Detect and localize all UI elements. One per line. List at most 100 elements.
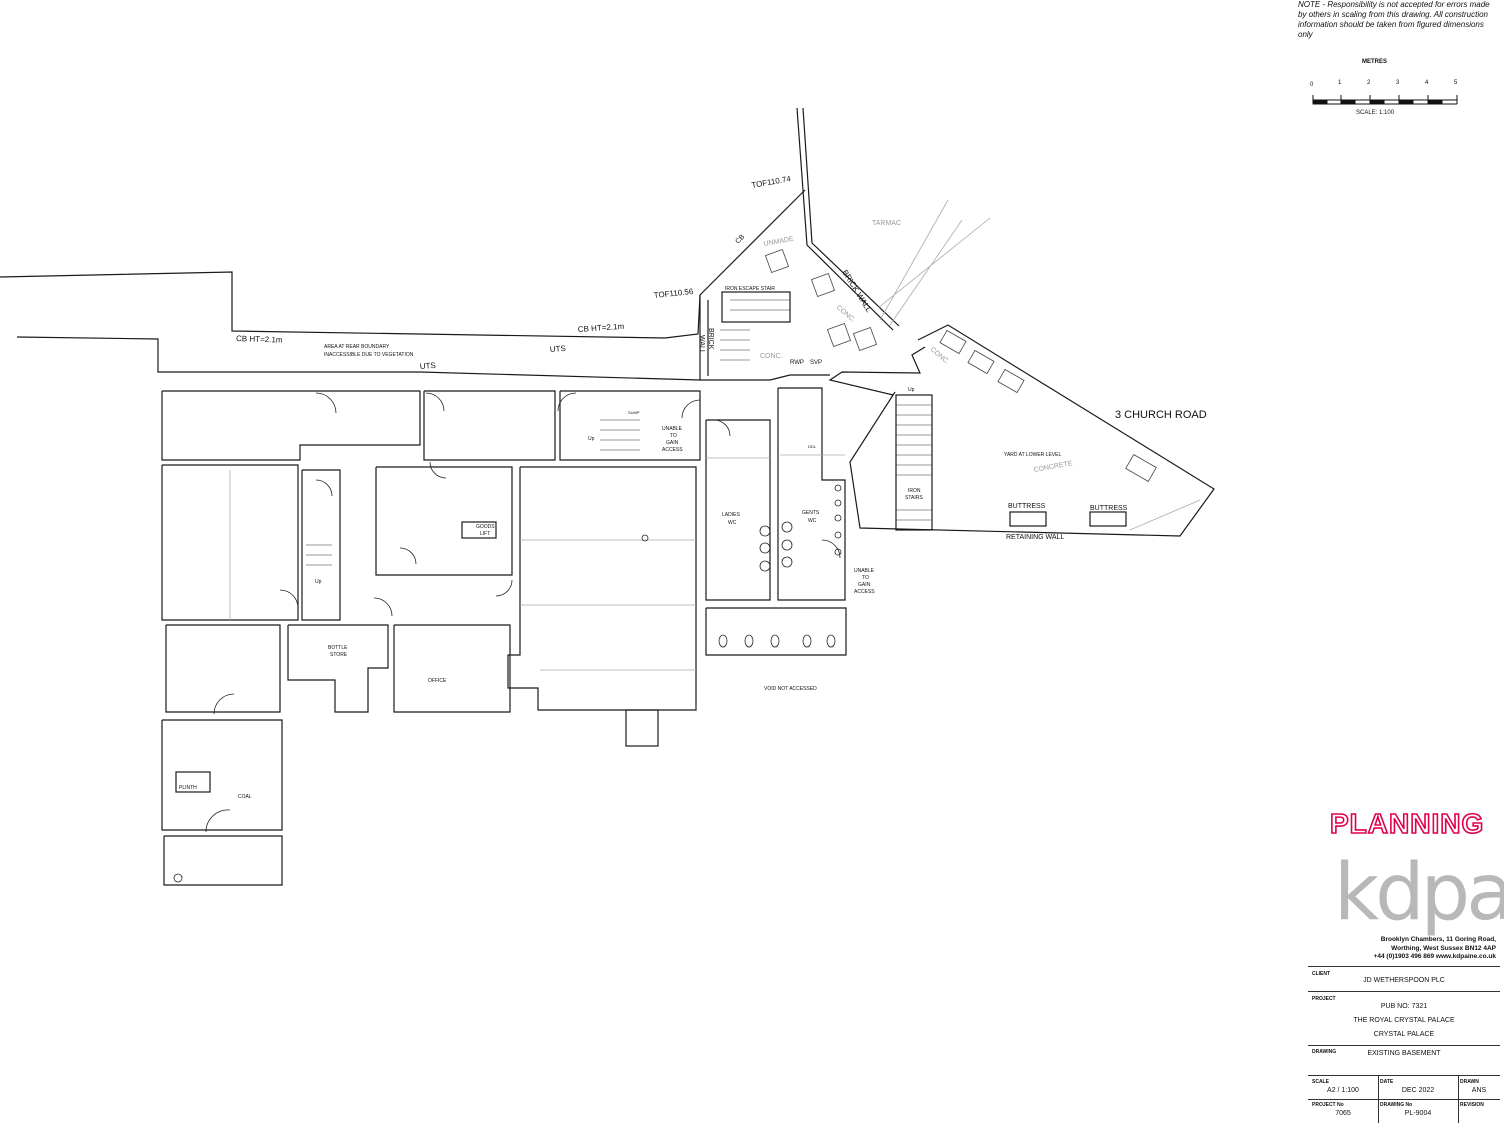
plinth <box>175 771 211 793</box>
planning-stamp: PLANNING <box>1329 807 1485 840</box>
room-stair <box>559 390 701 461</box>
svg-text:COAL: COAL <box>238 794 252 800</box>
svg-text:GOODS: GOODS <box>476 524 495 530</box>
iron-stairs <box>895 394 933 531</box>
corridor <box>301 469 341 621</box>
svg-text:SUMP: SUMP <box>628 410 640 415</box>
svg-text:PLINTH: PLINTH <box>179 785 197 791</box>
svg-text:Up: Up <box>588 436 595 442</box>
svg-text:BUTTRESS: BUTTRESS <box>1008 503 1046 510</box>
goods-lift <box>461 521 497 539</box>
external-walls <box>0 107 1215 886</box>
svg-text:CONCRETE: CONCRETE <box>1033 460 1073 474</box>
svg-text:SVP: SVP <box>810 360 822 366</box>
cubicles <box>705 607 847 656</box>
ground-lines <box>229 199 1201 671</box>
svg-text:INACCESSIBLE DUE TO VEGETATION: INACCESSIBLE DUE TO VEGETATION <box>324 352 414 358</box>
room-gents <box>777 387 846 601</box>
svg-text:VOID NOT ACCESSED: VOID NOT ACCESSED <box>764 686 817 692</box>
svg-text:CONC.: CONC. <box>760 353 783 360</box>
svg-text:ACCESS: ACCESS <box>662 447 683 453</box>
svg-text:TO: TO <box>862 575 869 581</box>
svg-text:BRICK: BRICK <box>707 328 714 350</box>
scale-bar <box>1312 95 1458 105</box>
scale-tick: 1 <box>1338 80 1342 86</box>
svg-text:RETAINING WALL: RETAINING WALL <box>1006 534 1064 541</box>
svg-text:BRICK WALL: BRICK WALL <box>840 268 873 314</box>
svg-text:CB: CB <box>734 233 746 245</box>
svg-text:CONC.: CONC. <box>835 304 857 324</box>
kdpa-logo: kdpa <box>1334 848 1504 938</box>
rear-boundary-line <box>0 189 806 339</box>
svg-text:TOF110.56: TOF110.56 <box>653 287 694 300</box>
scale-tick: 4 <box>1425 80 1429 86</box>
svg-text:GAIN: GAIN <box>666 440 679 446</box>
svg-text:AREA AT REAR BOUNDARY: AREA AT REAR BOUNDARY <box>324 344 390 350</box>
svg-text:WC: WC <box>728 520 737 526</box>
void-step <box>625 709 659 747</box>
door-swings <box>205 392 841 833</box>
yard-boundary <box>849 324 1215 537</box>
disclaimer-note: NOTE - Responsibility is not accepted fo… <box>1298 0 1490 39</box>
yard-features <box>764 248 1157 482</box>
room-front-mid <box>423 390 556 461</box>
svg-text:GENTS: GENTS <box>802 510 820 516</box>
practice-address: Brooklyn Chambers, 11 Goring Road, Worth… <box>1373 936 1496 960</box>
room-office <box>393 624 511 713</box>
tb-number-row: PROJECT No 7065 DRAWING No PL-9004 REVIS… <box>1312 1102 1484 1117</box>
svg-text:Up: Up <box>908 387 915 393</box>
room-vault <box>163 835 283 886</box>
room-void <box>507 466 697 711</box>
svg-text:CONC.: CONC. <box>929 346 951 366</box>
svg-text:BUTTRESS: BUTTRESS <box>1090 505 1128 512</box>
room-ladies <box>705 419 771 601</box>
label-church-road: 3 CHURCH ROAD <box>1115 409 1207 421</box>
svg-text:GAIN: GAIN <box>858 582 871 588</box>
stair-treads <box>306 299 932 566</box>
sanitaryware <box>173 484 842 883</box>
room-goods-lift <box>375 466 513 576</box>
buttress-2 <box>1089 511 1127 527</box>
svg-text:BOTTLE: BOTTLE <box>328 645 348 651</box>
rear-wall-line <box>16 336 701 381</box>
svg-text:LIFT: LIFT <box>480 531 490 537</box>
svg-text:UNMADE: UNMADE <box>763 236 794 248</box>
svg-text:RWP: RWP <box>790 360 804 366</box>
buttress-1 <box>1009 511 1047 527</box>
tb-drawing: DRAWING EXISTING BASEMENT <box>1308 1045 1500 1076</box>
svg-text:Up: Up <box>315 579 322 585</box>
scale-tick: 2 <box>1367 80 1371 86</box>
scale-tick: 5 <box>1454 80 1458 86</box>
svg-text:TOF110.74: TOF110.74 <box>751 174 792 190</box>
svg-text:CB HT=2.1m: CB HT=2.1m <box>578 322 625 334</box>
svg-text:WC: WC <box>808 518 817 524</box>
svg-text:OFFICE: OFFICE <box>428 678 447 684</box>
scale-tick: 0 <box>1310 82 1314 88</box>
svg-text:ACCESS: ACCESS <box>854 589 875 595</box>
svg-text:UNABLE: UNABLE <box>854 568 875 574</box>
svg-text:CB HT=2.1m: CB HT=2.1m <box>236 334 283 345</box>
room-bottle-store <box>287 624 389 713</box>
svg-text:TARMAC: TARMAC <box>872 220 901 227</box>
tb-client: CLIENT JD WETHERSPOON PLC <box>1308 967 1500 992</box>
svg-text:IRON: IRON <box>908 488 921 494</box>
room-left-lower <box>165 624 281 713</box>
svg-text:UTS: UTS <box>420 361 437 371</box>
scale-tick: 3 <box>1396 80 1400 86</box>
svg-text:UNABLE: UNABLE <box>662 426 683 432</box>
svg-text:UTS: UTS <box>550 344 567 354</box>
tb-project: PROJECT PUB NO: 7321 THE ROYAL CRYSTAL P… <box>1308 991 1500 1046</box>
svg-text:DDL: DDL <box>808 444 817 449</box>
svg-text:WALL: WALL <box>698 335 705 354</box>
room-left-large <box>161 464 299 621</box>
svg-text:TO: TO <box>670 433 677 439</box>
svg-text:STAIRS: STAIRS <box>905 495 923 501</box>
room-coal <box>161 719 283 831</box>
title-block: CLIENT JD WETHERSPOON PLC PROJECT PUB NO… <box>1308 966 1500 1123</box>
scale-title: METRES <box>1362 59 1388 65</box>
plan-labels: 3 CHURCH ROAD TOF110.74 TOF110.56 CB CB … <box>179 174 1207 800</box>
scale-caption: SCALE: 1:100 <box>1356 110 1395 116</box>
svg-text:YARD AT LOWER LEVEL: YARD AT LOWER LEVEL <box>1004 452 1061 458</box>
iron-escape-stair <box>721 291 791 323</box>
